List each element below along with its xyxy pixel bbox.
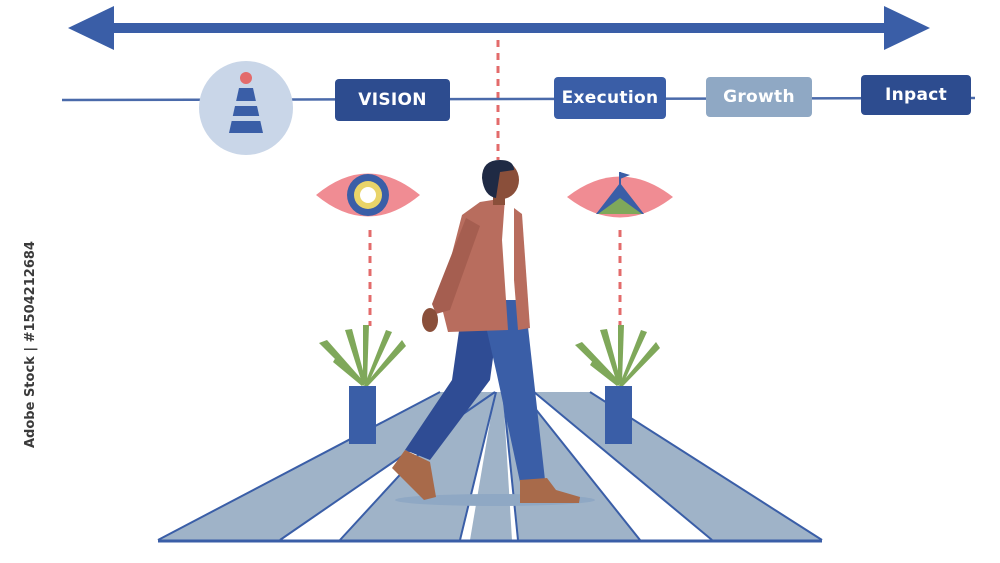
eye-mountain-icon <box>567 172 673 218</box>
walking-man <box>392 160 595 506</box>
front-shoe <box>520 478 580 503</box>
plant-icon <box>319 325 406 444</box>
stage-label-vision: VISION <box>335 79 450 121</box>
back-shoe <box>392 450 436 500</box>
stage-label-impact: Inpact <box>861 75 971 115</box>
timeline-line <box>61 96 976 102</box>
front-leg <box>480 300 545 482</box>
hair <box>482 160 514 198</box>
eye-vision-icon <box>316 173 420 217</box>
double-arrow-icon <box>68 6 930 50</box>
stock-id-watermark: Adobe Stock | #1504212684 <box>23 241 38 448</box>
plant-icon <box>575 325 660 444</box>
stage-label-execution: Execution <box>554 77 666 119</box>
stage-label-growth: Growth <box>706 77 812 117</box>
jacket <box>440 198 508 332</box>
path-stripes <box>157 391 823 543</box>
arm <box>432 218 480 314</box>
jacket-front <box>514 208 530 330</box>
back-leg <box>405 306 500 460</box>
hand <box>422 308 438 332</box>
lighthouse-icon <box>199 61 293 155</box>
